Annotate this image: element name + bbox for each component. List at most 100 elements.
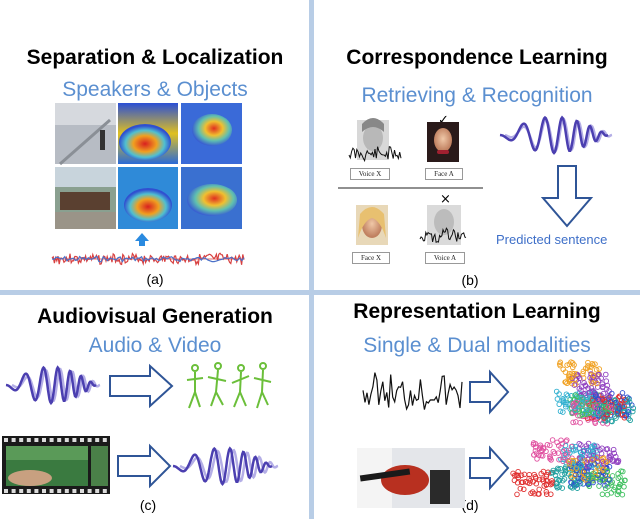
cluster-point	[514, 491, 520, 498]
panel-d-caption: (d)	[461, 497, 479, 513]
film-hole	[57, 489, 62, 493]
face-photo-grayscale-bottom	[427, 205, 461, 245]
audio-waveform-c1	[5, 365, 101, 406]
cluster-point	[570, 401, 577, 407]
cluster-point	[517, 485, 524, 492]
film-hole	[42, 438, 46, 442]
cluster-point	[526, 475, 532, 482]
cluster-point	[621, 403, 627, 410]
film-hole	[4, 489, 8, 493]
cluster-point	[604, 491, 611, 498]
cluster-point	[553, 468, 560, 475]
cluster-point	[559, 471, 565, 478]
film-hole	[102, 489, 107, 493]
film-hole	[42, 489, 46, 493]
cluster-point	[547, 453, 553, 459]
panel-a-subtitle: Speakers & Objects	[62, 78, 248, 101]
cluster-point	[543, 481, 550, 488]
cluster-point	[526, 471, 533, 478]
cluster-point	[570, 364, 576, 371]
cluster-point	[603, 386, 610, 392]
panel-c-caption: (c)	[139, 497, 157, 513]
cluster-point	[577, 375, 583, 382]
cluster-point	[600, 420, 606, 426]
cluster-point	[597, 479, 603, 485]
cluster-plot-1	[553, 359, 637, 427]
cluster-point	[559, 485, 566, 491]
cluster-point	[586, 451, 592, 458]
cluster-point	[606, 404, 612, 410]
cluster-point	[551, 450, 558, 456]
cluster-point	[580, 407, 587, 414]
cluster-point	[623, 412, 629, 418]
cluster-point	[536, 491, 542, 497]
cluster-point	[601, 417, 607, 424]
film-hole	[64, 489, 69, 493]
cluster-point	[593, 367, 600, 373]
cluster-point	[515, 468, 521, 475]
cluster-point	[537, 444, 544, 451]
cluster-point	[607, 476, 613, 483]
film-hole	[49, 438, 54, 442]
film-hole	[57, 438, 62, 442]
cluster-point	[590, 388, 597, 394]
cluster-point	[589, 457, 595, 463]
right-arrow-icon-c1	[109, 363, 174, 409]
cluster-point	[565, 393, 571, 399]
cluster-point	[589, 445, 596, 451]
panel-a-caption: (a)	[146, 271, 164, 287]
cluster-point	[602, 482, 608, 489]
panel-c-subtitle: Audio & Video	[88, 334, 222, 357]
cluster-point	[581, 468, 588, 475]
cluster-point	[592, 391, 599, 398]
cluster-point	[539, 476, 546, 483]
cluster-point	[583, 383, 589, 389]
cluster-point	[533, 475, 539, 482]
cluster-point	[578, 463, 584, 469]
cluster-point	[560, 366, 566, 373]
film-hole	[72, 489, 77, 493]
cluster-point	[531, 452, 537, 458]
cluster-point	[604, 468, 611, 474]
cluster-plot-2	[510, 437, 628, 498]
face-photo-color-top	[427, 122, 459, 162]
film-hole	[102, 438, 107, 442]
cluster-point	[543, 491, 550, 497]
cluster-point	[560, 409, 566, 415]
cluster-point	[616, 405, 623, 412]
cluster-point	[610, 446, 617, 453]
cluster-point	[571, 404, 577, 410]
cluster-point	[615, 488, 621, 494]
cluster-point	[553, 483, 560, 489]
cluster-point	[605, 409, 612, 416]
film-hole	[72, 438, 77, 442]
cluster-point	[589, 397, 596, 404]
cluster-point	[536, 476, 543, 483]
film-hole	[19, 489, 24, 493]
cluster-point	[528, 490, 534, 497]
cluster-point	[620, 468, 626, 475]
cluster-point	[614, 404, 620, 411]
cluster-point	[536, 486, 542, 493]
cluster-point	[530, 440, 537, 446]
cluster-point	[592, 469, 598, 475]
panel-d-subtitle: Single & Dual modalities	[363, 334, 591, 357]
cluster-point	[603, 371, 609, 378]
cluster-point	[554, 465, 561, 472]
cluster-point	[585, 473, 592, 479]
film-hole	[11, 489, 16, 493]
film-hole	[80, 438, 84, 442]
cluster-point	[585, 481, 592, 487]
cluster-point	[579, 411, 586, 417]
cluster-point	[596, 366, 602, 372]
cluster-point	[591, 416, 597, 423]
cluster-point	[554, 396, 561, 402]
right-arrow-icon-c2	[117, 443, 172, 489]
cluster-point	[550, 467, 556, 474]
up-arrow-icon	[135, 233, 149, 246]
panel-a-title: Separation & Localization	[26, 46, 284, 69]
cluster-point	[585, 440, 592, 447]
cluster-point	[629, 402, 635, 408]
cluster-point	[511, 477, 518, 484]
cluster-point	[578, 387, 584, 394]
